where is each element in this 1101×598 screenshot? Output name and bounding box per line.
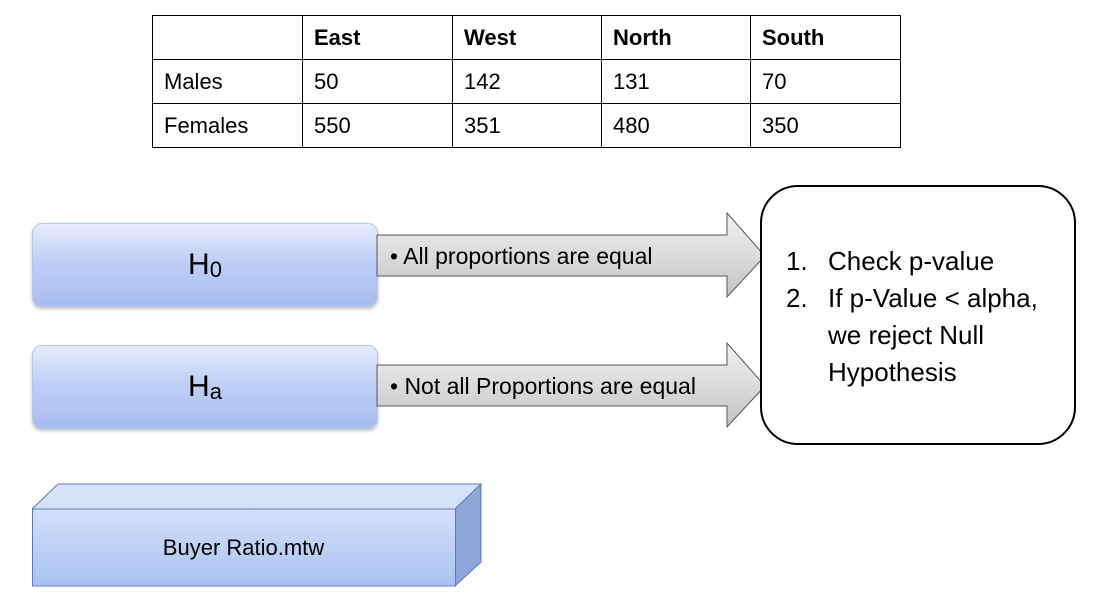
- table-cell: Females: [152, 103, 303, 148]
- step-text: Check p-value: [828, 246, 995, 276]
- arrow-shape-icon: [376, 212, 766, 299]
- data-file-name: Buyer Ratio.mtw: [162, 535, 325, 560]
- list-item: 1. Check p-value: [786, 243, 1066, 280]
- arrow-shape-icon: [376, 342, 766, 429]
- table-header-cell: East: [302, 15, 453, 60]
- table-header-cell: West: [452, 15, 602, 60]
- decision-steps-box: 1. Check p-value 2. If p-Value < alpha, …: [760, 185, 1076, 445]
- step-number: 2.: [786, 283, 808, 313]
- list-item: 2. If p-Value < alpha, we reject Null Hy…: [786, 280, 1066, 391]
- null-hypothesis-statement: • All proportions are equal: [390, 242, 653, 269]
- alternative-hypothesis-subscript: a: [209, 379, 222, 404]
- table-header-cell: South: [750, 15, 901, 60]
- table-header-cell: North: [601, 15, 751, 60]
- step-text: If p-Value < alpha, we reject Null Hypot…: [828, 283, 1038, 387]
- table-cell: 142: [452, 59, 602, 104]
- table-cell: 131: [601, 59, 751, 104]
- table-cell: 480: [601, 103, 751, 148]
- table-cell: 351: [452, 103, 602, 148]
- cube-shape-icon: [32, 483, 482, 587]
- alternative-hypothesis-statement: • Not all Proportions are equal: [390, 372, 696, 399]
- decision-steps-list: 1. Check p-value 2. If p-Value < alpha, …: [786, 243, 1066, 391]
- table-cell: 70: [750, 59, 901, 104]
- table-row: Males 50 142 131 70: [152, 59, 901, 104]
- null-hypothesis-symbol: H: [188, 248, 210, 281]
- alternative-hypothesis-arrow: • Not all Proportions are equal: [376, 342, 766, 430]
- step-number: 1.: [786, 246, 808, 276]
- data-file-box: Buyer Ratio.mtw: [32, 483, 482, 587]
- table-cell: 350: [750, 103, 901, 148]
- table-cell: 550: [302, 103, 453, 148]
- table-cell: Males: [152, 59, 303, 104]
- contingency-table: East West North South Males 50 142 131 7…: [152, 15, 901, 148]
- table-header-cell: [152, 15, 303, 60]
- table-row: Females 550 351 480 350: [152, 103, 901, 148]
- table-cell: 50: [302, 59, 453, 104]
- null-hypothesis-arrow: • All proportions are equal: [376, 212, 766, 300]
- null-hypothesis-subscript: 0: [209, 257, 222, 282]
- alternative-hypothesis-symbol: H: [188, 370, 210, 403]
- table-header-row: East West North South: [152, 15, 901, 60]
